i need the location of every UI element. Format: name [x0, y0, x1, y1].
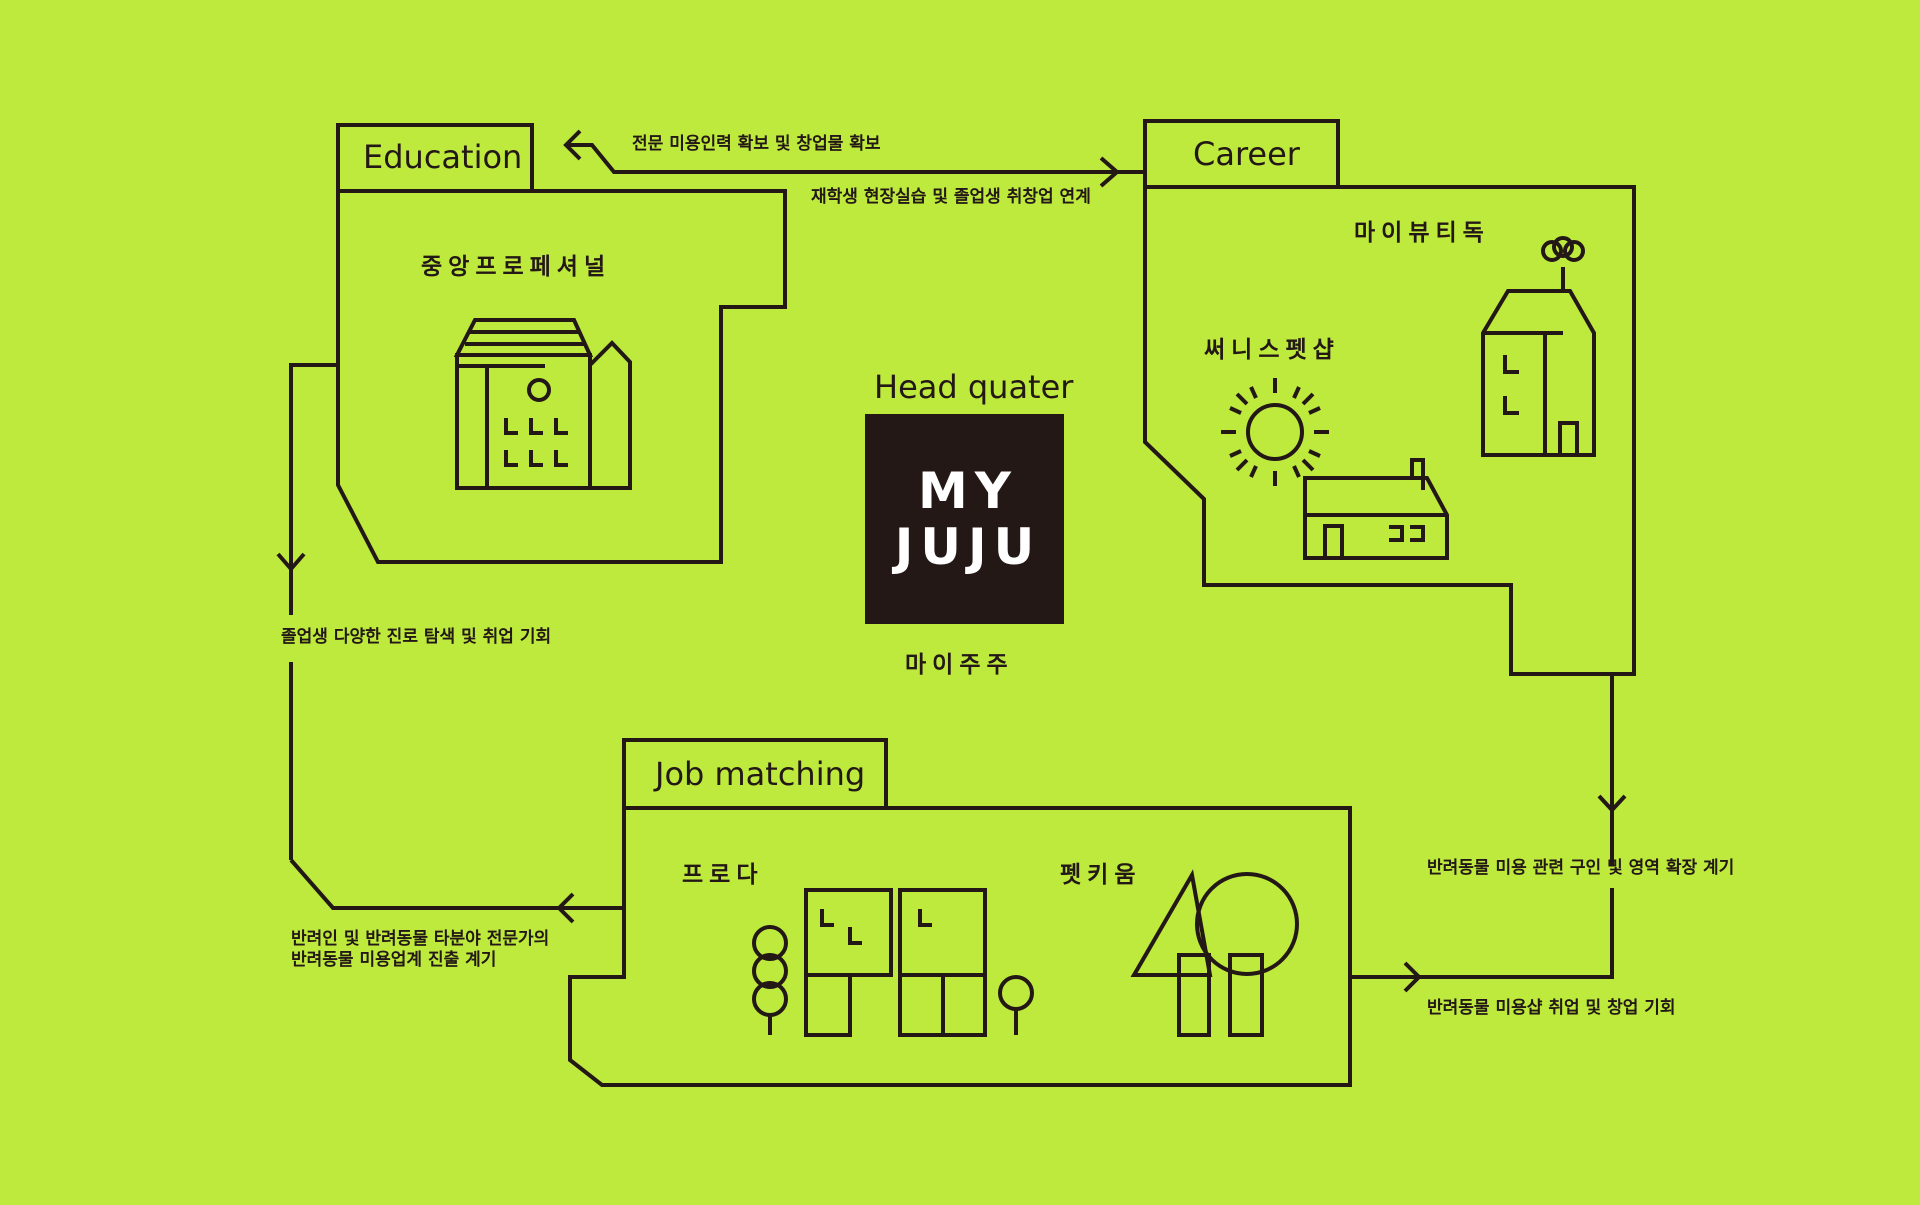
flow-education-career	[563, 129, 1145, 188]
flow-label-job-matching-to-education-line-2: 반려동물 미용업계 진출 계기	[291, 950, 497, 970]
shapes-icon	[1130, 869, 1299, 1037]
building-trees-icon	[752, 888, 1034, 1037]
headquarter-title: Head quater	[874, 368, 1074, 406]
education-block	[336, 123, 787, 564]
arrowhead-left	[556, 892, 575, 924]
education-area-outline	[336, 189, 787, 564]
education-place-1: 중앙프로페셔널	[421, 254, 612, 280]
job-matching-title: Job matching	[655, 755, 866, 793]
sun-icon	[1221, 378, 1329, 486]
education-tab-frame	[336, 123, 534, 193]
education-title: Education	[363, 138, 523, 176]
arrowhead-down	[276, 552, 306, 573]
job-matching-area-outline	[568, 806, 1352, 1087]
shop-icon	[1303, 458, 1449, 560]
arrowhead-right	[1099, 156, 1121, 188]
school-building-icon	[453, 318, 632, 490]
house-icon	[1481, 236, 1596, 457]
flow-label-career-to-job-matching: 반려동물 미용 관련 구인 및 영역 확장 계기	[1427, 858, 1735, 878]
career-title: Career	[1193, 135, 1300, 173]
arrowhead-down	[1597, 794, 1627, 813]
job-matching-place-1: 프로다	[682, 862, 764, 888]
flow-label-career-to-education: 전문 미용인력 확보 및 창업물 확보	[632, 134, 881, 154]
flow-label-job-matching-to-education-line-1: 반려인 및 반려동물 타분야 전문가의	[291, 929, 550, 949]
flow-label-job-matching-to-career: 반려동물 미용샵 취업 및 창업 기회	[1427, 998, 1676, 1018]
career-tab-frame	[1143, 119, 1340, 189]
arrowhead-right	[1403, 961, 1422, 993]
headquarter-name-ko: 마이주주	[905, 652, 1014, 678]
career-block	[1143, 119, 1636, 676]
logo-line-1: MY	[918, 462, 1018, 520]
flow-label-education-to-career: 재학생 현장실습 및 졸업생 취창업 연계	[811, 187, 1091, 207]
job-matching-block	[568, 738, 1352, 1087]
logo-line-2: JUJU	[894, 518, 1042, 576]
career-area-outline	[1143, 185, 1636, 676]
job-matching-place-2: 펫키움	[1060, 862, 1142, 888]
flow-label-education-to-job-matching: 졸업생 다양한 진로 탐색 및 취업 기회	[281, 627, 552, 647]
career-place-2: 써니스펫샵	[1204, 337, 1340, 363]
myjuju-logo: MY JUJU	[865, 414, 1064, 624]
arrowhead-left	[563, 129, 582, 161]
career-place-1: 마이뷰티독	[1354, 220, 1490, 246]
flow-education-jobmatching	[276, 363, 624, 924]
flow-career-jobmatching	[1350, 674, 1627, 993]
